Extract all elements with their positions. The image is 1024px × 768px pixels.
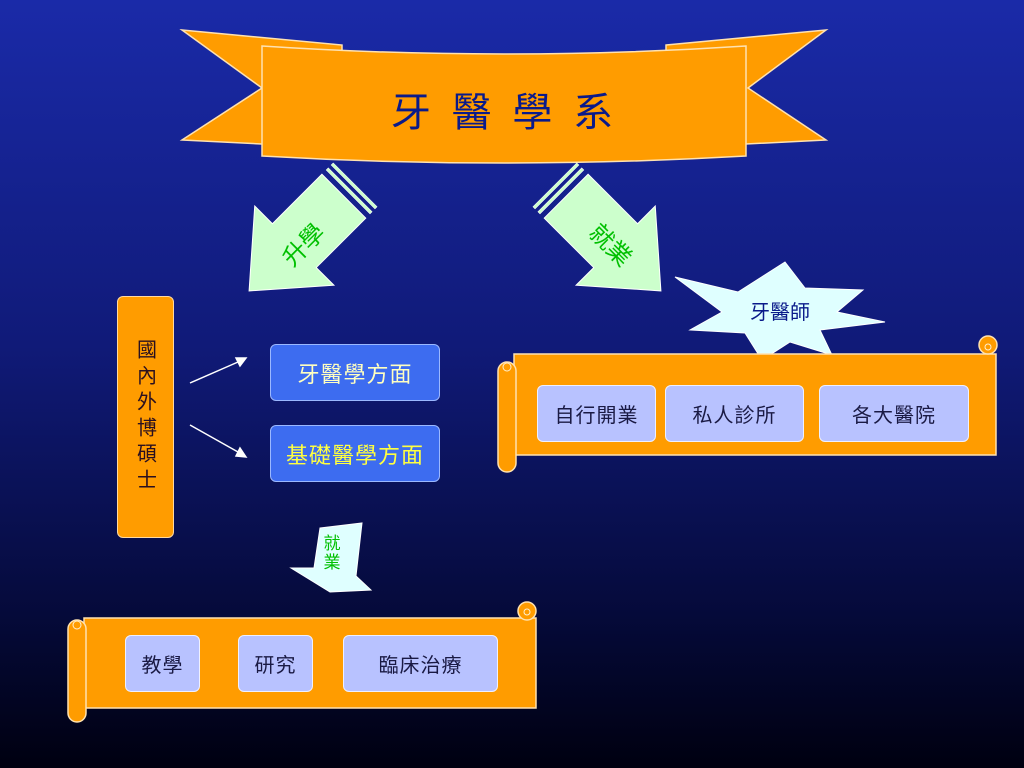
- basic-medicine-study-label: 基礎醫學方面: [285, 443, 424, 469]
- dentistry-study-box: 牙醫學方面: [270, 344, 440, 401]
- domestic-foreign-degree-label: 國內外博碩士: [133, 339, 158, 495]
- dentist-label: 牙醫師: [750, 300, 810, 324]
- teaching-box: 教學: [125, 635, 200, 692]
- research-box: 研究: [238, 635, 313, 692]
- private-practice-label: 自行開業: [554, 403, 639, 427]
- private-clinic-box: 私人診所: [665, 385, 804, 442]
- domestic-foreign-degree-box: 國內外博碩士: [117, 296, 174, 538]
- employment-arrow-right: [532, 162, 662, 292]
- title-banner: [179, 28, 829, 164]
- private-practice-box: 自行開業: [537, 385, 656, 442]
- further-study-arrow: [248, 162, 378, 292]
- clinical-treatment-label: 臨床治療: [378, 653, 463, 677]
- basic-medicine-study-box: 基礎醫學方面: [270, 425, 440, 482]
- banner-body: [261, 45, 747, 164]
- dentistry-study-label: 牙醫學方面: [297, 362, 413, 388]
- major-hospitals-label: 各大醫院: [852, 403, 936, 427]
- dentist-starburst: [674, 261, 886, 361]
- clinical-treatment-box: 臨床治療: [343, 635, 498, 692]
- employment-label-small: 就業: [323, 534, 341, 573]
- page-title: 牙 醫 學 系: [390, 90, 618, 136]
- research-label: 研究: [254, 653, 297, 677]
- major-hospitals-box: 各大醫院: [819, 385, 969, 442]
- employment-arrow-small: [289, 522, 373, 593]
- private-clinic-label: 私人診所: [692, 403, 777, 427]
- connector-arrows: [189, 357, 248, 458]
- teaching-label: 教學: [141, 653, 184, 677]
